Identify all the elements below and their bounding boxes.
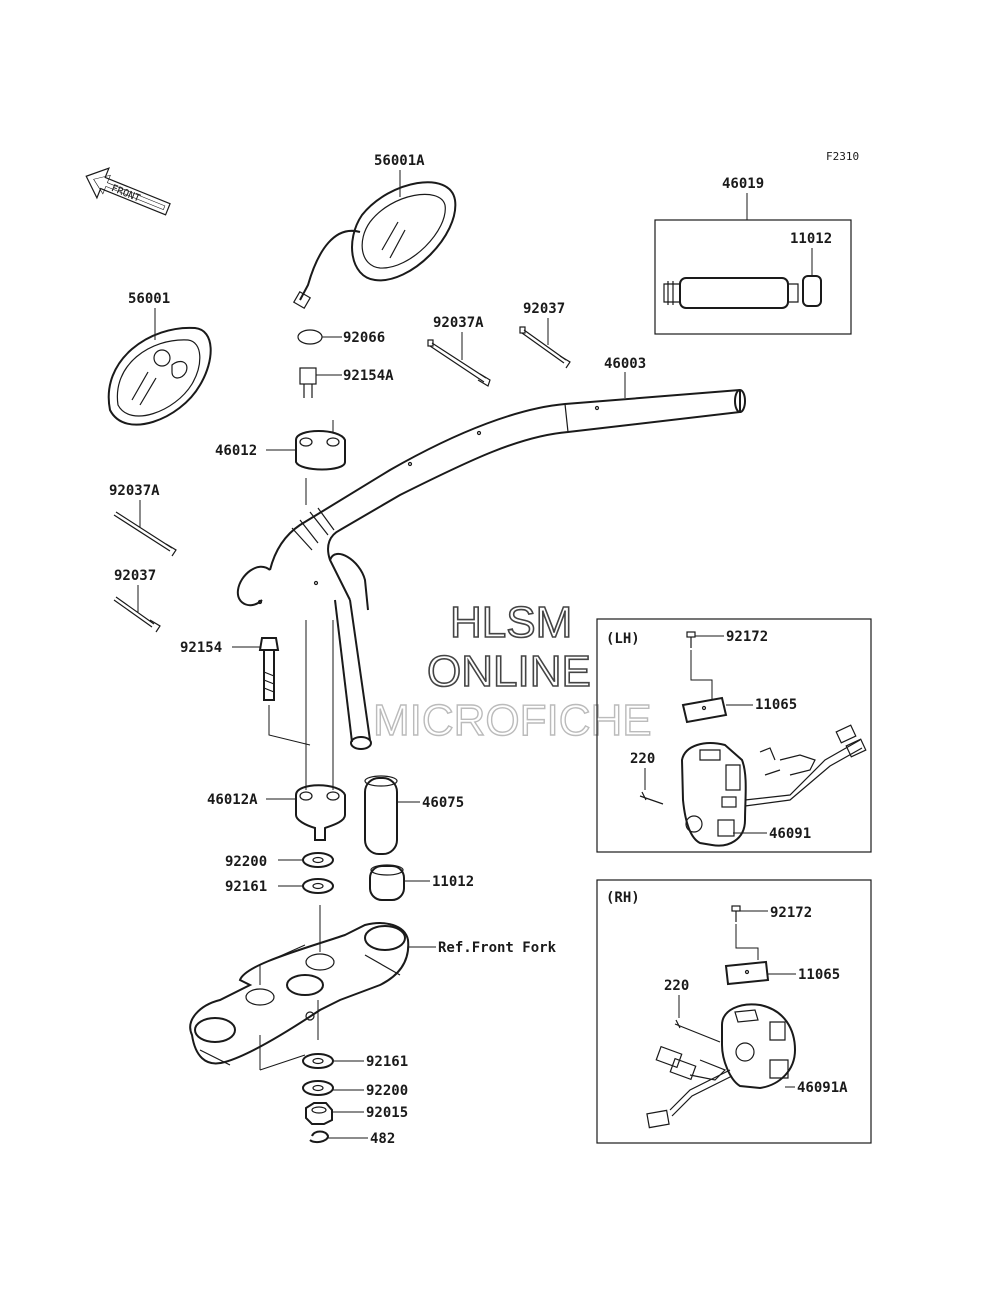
- label-ref-front-fork: Ref.Front Fork: [438, 940, 557, 956]
- bolt-92154: [258, 637, 311, 746]
- clamp-92037A-top: [427, 339, 491, 387]
- handlebar-46003: [236, 389, 746, 750]
- rh-screw-92172: [731, 905, 741, 922]
- label-92037-left: 92037: [114, 568, 156, 584]
- lh-switch-box: (LH) 92172 11065 220: [596, 618, 872, 853]
- label-92015: 92015: [366, 1105, 408, 1121]
- rh-label-92172: 92172: [770, 905, 812, 921]
- rh-switch-box: (RH) 92172 11065 220: [596, 879, 872, 1144]
- rh-cover-11065: [724, 960, 770, 986]
- label-46003: 46003: [604, 356, 646, 372]
- rh-label-46091A: 46091A: [797, 1080, 848, 1096]
- grip-46019: [663, 275, 822, 309]
- label-92066: 92066: [343, 330, 385, 346]
- lh-screw-92172: [686, 631, 696, 648]
- lh-box-title: (LH): [606, 631, 640, 647]
- grip-assembly-box: [654, 219, 852, 335]
- label-92161-top: 92161: [225, 879, 267, 895]
- rh-box-title: (RH): [606, 890, 640, 906]
- diagram-code: F2310: [826, 150, 859, 163]
- lh-cover-11065: [681, 696, 728, 724]
- lh-switch-46091: [680, 724, 867, 847]
- washer-92200-top: [302, 852, 334, 868]
- steering-stem-clamp: [189, 905, 410, 1071]
- watermark-line-3: MICROFICHE: [373, 696, 652, 745]
- label-482: 482: [370, 1131, 395, 1147]
- label-92154A: 92154A: [343, 368, 394, 384]
- lh-label-220: 220: [630, 751, 655, 767]
- washer-92200-bottom: [302, 1080, 334, 1096]
- rh-label-220: 220: [664, 978, 689, 994]
- front-arrow-icon: FRONT: [85, 167, 171, 216]
- holder-lower-46012A: [295, 620, 346, 841]
- label-46019: 46019: [722, 176, 764, 192]
- label-56001A: 56001A: [374, 153, 425, 169]
- label-46075: 46075: [422, 795, 464, 811]
- watermark-line-2: ONLINE: [427, 647, 591, 696]
- mirror-left: [107, 326, 212, 426]
- washer-92161-top: [302, 878, 334, 894]
- holder-upper-46012: [295, 420, 346, 505]
- label-92037-top: 92037: [523, 301, 565, 317]
- lh-label-92172: 92172: [726, 629, 768, 645]
- watermark-line-1: HLSM: [450, 598, 572, 647]
- label-92200-bottom: 92200: [366, 1083, 408, 1099]
- label-92154: 92154: [180, 640, 222, 656]
- end-cap-11012: [369, 864, 405, 901]
- rh-screw-220: [674, 1019, 721, 1043]
- watermark: HLSM ONLINE MICROFICHE: [372, 597, 652, 746]
- grip-46075: [364, 775, 398, 855]
- label-92161-bottom: 92161: [366, 1054, 408, 1070]
- clamp-92037A-left: [113, 511, 177, 557]
- label-56001: 56001: [128, 291, 170, 307]
- label-92037A-left: 92037A: [109, 483, 160, 499]
- clamp-92037-left: [113, 596, 161, 633]
- rh-label-11065: 11065: [798, 967, 840, 983]
- lh-label-46091: 46091: [769, 826, 811, 842]
- circlip-482: [309, 1130, 330, 1144]
- lh-screw-220: [639, 791, 664, 805]
- label-92200-top: 92200: [225, 854, 267, 870]
- clamp-92037-top: [519, 326, 571, 369]
- label-92037A-top: 92037A: [433, 315, 484, 331]
- label-11012-box: 11012: [790, 231, 832, 247]
- lh-label-11065: 11065: [755, 697, 797, 713]
- nut-92015: [305, 1102, 333, 1125]
- label-46012: 46012: [215, 443, 257, 459]
- bolt-92154A: [299, 367, 317, 398]
- label-11012: 11012: [432, 874, 474, 890]
- mirror-right: [292, 181, 457, 310]
- washer-92066: [297, 329, 323, 345]
- rh-switch-46091A: [646, 1003, 797, 1129]
- washer-92161-bottom: [302, 1053, 334, 1069]
- label-46012A: 46012A: [207, 792, 258, 808]
